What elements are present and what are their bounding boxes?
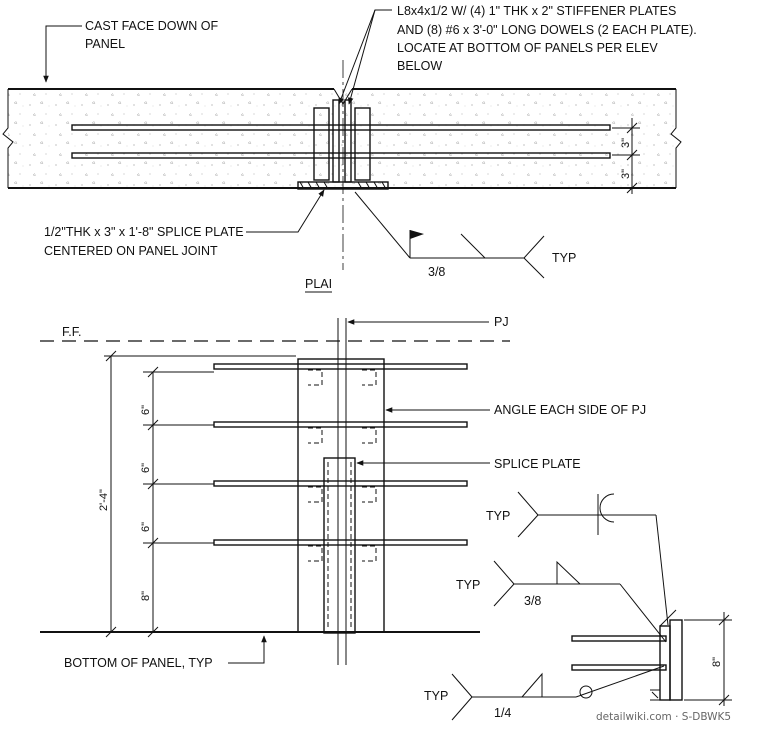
- detail-dim-8in: 8": [711, 657, 723, 667]
- dowel-bar-upper: [71, 124, 611, 131]
- elev-dim-6in-3: 6": [140, 522, 152, 532]
- plan-dim-3in-upper: 3": [620, 138, 632, 148]
- stiffener-plate-left: [313, 107, 330, 181]
- field-weld-flag: [410, 230, 424, 239]
- cast-face-label-1: CAST FACE DOWN OF: [85, 19, 218, 33]
- cast-face-leader: [43, 25, 82, 83]
- angle-note-line-3: LOCATE AT BOTTOM OF PANELS PER ELEV: [397, 41, 658, 55]
- angle-each-side-label: ANGLE EACH SIDE OF PJ: [494, 403, 646, 417]
- weld-all-around-symbol: [579, 685, 593, 699]
- elev-dim-8in: 8": [140, 591, 152, 601]
- plan-dim-3in-lower: 3": [620, 169, 632, 179]
- concrete-panel: [8, 89, 676, 188]
- weld-typ-3: TYP: [424, 689, 448, 703]
- elev-dim-total: 2'-4": [98, 489, 110, 511]
- splice-plate-label: SPLICE PLATE: [494, 457, 581, 471]
- fillet-weld-symbol-2: [556, 560, 581, 585]
- fillet-weld-symbol: [460, 233, 487, 259]
- elevation-view: F.F. PJ ANGLE EACH SIDE OF: [40, 315, 646, 670]
- weld-size-2: 3/8: [524, 594, 541, 608]
- angle-note-line-4: BELOW: [397, 59, 442, 73]
- splice-note-leader: [246, 189, 325, 233]
- bottom-of-panel-label: BOTTOM OF PANEL, TYP: [64, 656, 213, 670]
- break-line-right: [670, 89, 682, 188]
- dowels: [213, 358, 468, 562]
- dowel-bar-lower: [71, 152, 611, 159]
- splice-note-line-1: 1/2"THK x 3" x 1'-8" SPLICE PLATE: [44, 225, 244, 239]
- splice-note-line-2: CENTERED ON PANEL JOINT: [44, 244, 218, 258]
- angle-elevation: [297, 358, 385, 633]
- pj-label: PJ: [494, 315, 509, 329]
- angle-note-leader-2: [347, 9, 376, 105]
- watermark: detailwiki.com · S-DBWK5: [596, 711, 731, 723]
- elev-dim-6in-1: 6": [140, 405, 152, 415]
- plan-view: CAST FACE DOWN OF PANEL L8x4x1/2 W/ (4) …: [2, 4, 697, 293]
- weld-detail: TYP 3/8 TYP 1/4 TYP 8": [424, 491, 732, 721]
- angle-note-line-2: AND (8) #6 x 3'-0" LONG DOWELS (2 EACH P…: [397, 23, 697, 37]
- break-line-left: [2, 89, 14, 188]
- weld-typ-2: TYP: [456, 578, 480, 592]
- stiffener-plate-right: [354, 107, 371, 181]
- weld-size-3: 1/4: [494, 706, 511, 720]
- ff-label: F.F.: [62, 325, 81, 339]
- elev-dim-6in-2: 6": [140, 463, 152, 473]
- weld-arrow-line: [354, 191, 411, 259]
- angle-note-line-1: L8x4x1/2 W/ (4) 1" THK x 2" STIFFENER PL…: [397, 4, 676, 18]
- plan-weld-size: 3/8: [428, 265, 445, 279]
- fillet-weld-symbol-3: [521, 672, 543, 698]
- cast-face-label-2: PANEL: [85, 37, 125, 51]
- weld-tail: [523, 235, 545, 279]
- weld-typ-1: TYP: [486, 509, 510, 523]
- flare-weld-symbol: [599, 493, 615, 523]
- plan-title: PLAI: [305, 277, 332, 291]
- plan-weld-typ: TYP: [552, 251, 576, 265]
